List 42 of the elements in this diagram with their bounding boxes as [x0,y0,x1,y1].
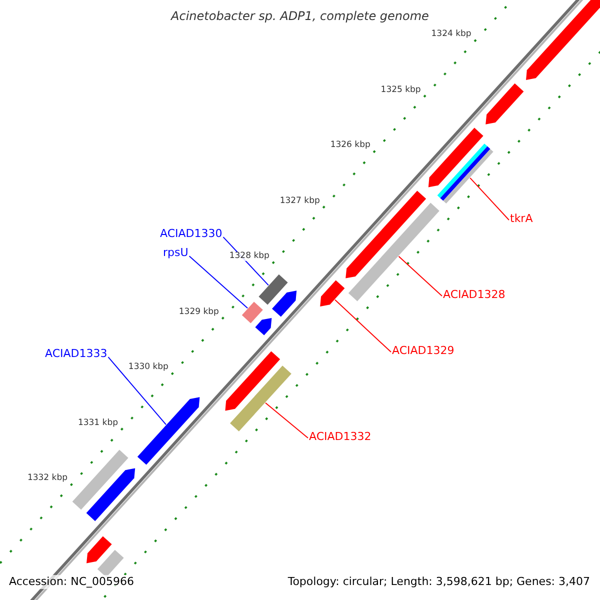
gene-feature [346,190,426,278]
scale-label: 1330 kbp [128,363,168,372]
gene-label: ACIAD1329 [392,345,454,358]
scale-label: 1326 kbp [330,141,370,150]
gene-label: ACIAD1330 [160,228,222,240]
leader-line [188,256,248,309]
gene-feature [86,536,112,564]
gene-feature [255,318,272,336]
gene-feature [86,468,136,522]
leader-line [265,402,308,439]
gene-feature [97,550,124,578]
gene-feature [272,290,297,317]
gene-feature [437,144,494,204]
gene-feature [225,351,280,411]
gene-label: ACIAD1333 [45,348,108,360]
gene-feature [526,0,600,80]
genome-summary: Topology: circular; Length: 3,598,621 bp; Genes: 3,407 [288,576,590,588]
leader-line [398,256,442,297]
gene-feature [72,450,128,510]
scale-label: 1331 kbp [78,418,118,428]
map-title: Acinetobacter sp. ADP1, complete genome [170,10,430,24]
gene-label: tkrA [510,213,533,226]
scale-label: 1329 kbp [178,308,219,317]
gene-label: rpsU [163,247,188,260]
leader-line [470,177,510,221]
gene-feature [320,280,345,306]
gene-feature [137,397,200,465]
gene-feature [348,202,440,302]
scale-label: 1325 kbp [380,86,421,95]
scale-label: 1328 kbp [229,252,270,262]
leader-line [108,356,166,426]
gene-feature [258,274,288,305]
gene-label: ACIAD1328 [443,289,506,302]
gene-feature [428,128,484,188]
gene-feature [242,302,263,324]
gene-feature [230,366,292,432]
gene-feature [486,83,524,124]
scale-label: 1324 kbp [431,30,472,40]
gene-label: ACIAD1332 [309,431,372,444]
scale-label: 1332 kbp [27,474,68,484]
leader-line [334,299,392,353]
scale-label: 1327 kbp [280,196,320,206]
